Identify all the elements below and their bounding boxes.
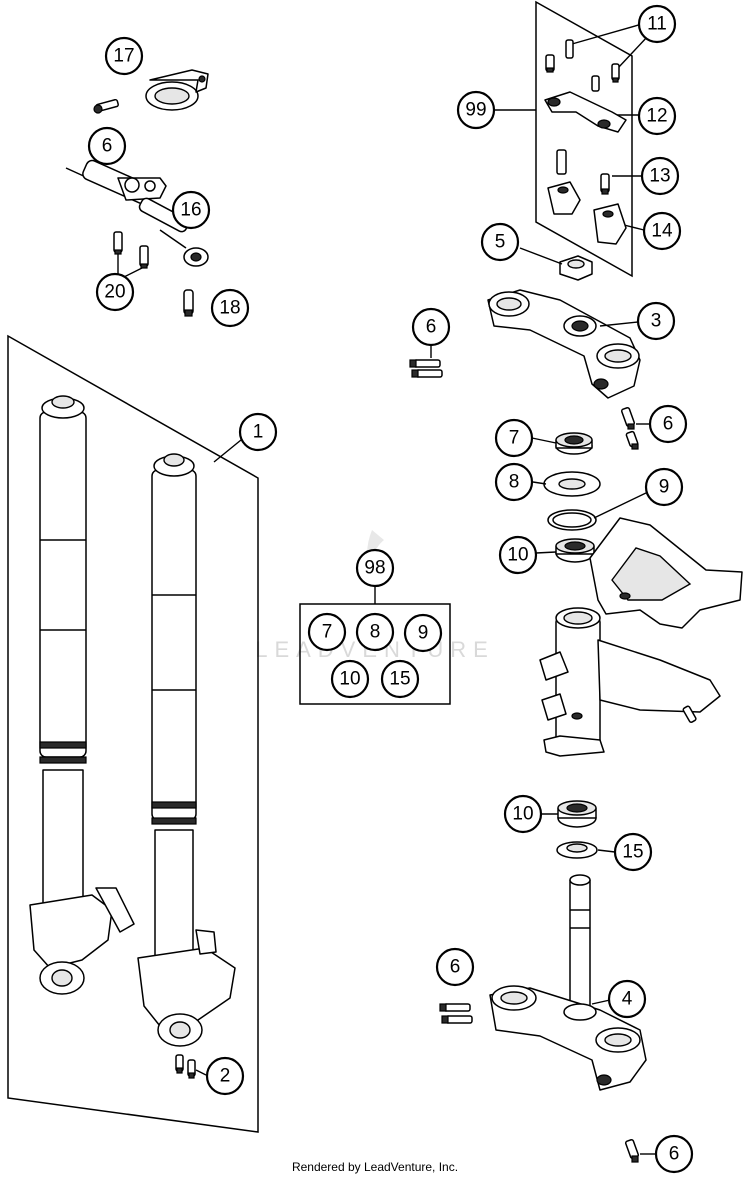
damper-screws	[113, 231, 149, 269]
upper-clamp-bolts-right	[620, 406, 639, 450]
damper-pin	[183, 289, 194, 317]
bearing-ring-lower	[557, 800, 597, 828]
callout-2: 2	[205, 1056, 245, 1096]
svg-text:8: 8	[370, 622, 381, 643]
callout-16: 16	[171, 190, 211, 230]
dust-seal-upper	[543, 471, 601, 497]
fork-bleed-screws	[175, 1054, 196, 1079]
svg-text:9: 9	[659, 477, 670, 498]
callout-99: 99	[456, 90, 496, 130]
callout-10-lower: 10	[503, 794, 543, 834]
lower-clamp-bolts-left	[439, 1003, 473, 1024]
svg-text:7: 7	[322, 622, 333, 643]
clamp-bolts-lower	[556, 149, 610, 195]
callout-5: 5	[480, 222, 520, 262]
upper-clamp-bolts-left	[409, 359, 443, 378]
svg-text:12: 12	[646, 106, 667, 127]
callout-6-lower-left: 6	[435, 947, 475, 987]
kit-item-9: 9	[403, 613, 443, 653]
callout-6-upper-right: 6	[648, 404, 688, 444]
svg-text:7: 7	[509, 428, 520, 449]
callout-7: 7	[494, 418, 534, 458]
handlebar-risers	[547, 181, 627, 245]
svg-text:8: 8	[509, 472, 520, 493]
callout-6-upper-left: 6	[411, 307, 451, 347]
svg-text:10: 10	[339, 669, 360, 690]
callout-6-bottom: 6	[654, 1134, 694, 1174]
callout-14: 14	[642, 211, 682, 251]
callout-9: 9	[644, 467, 684, 507]
svg-text:6: 6	[669, 1144, 680, 1165]
svg-text:5: 5	[495, 232, 506, 253]
svg-text:98: 98	[364, 558, 385, 579]
kit-item-8: 8	[355, 612, 395, 652]
svg-text:6: 6	[426, 317, 437, 338]
svg-text:15: 15	[389, 669, 410, 690]
callout-4: 4	[607, 979, 647, 1019]
callout-15: 15	[613, 832, 653, 872]
svg-text:6: 6	[450, 957, 461, 978]
callout-13: 13	[640, 156, 680, 196]
handlebar-upper-clamp	[544, 91, 627, 133]
svg-text:18: 18	[219, 298, 240, 319]
lower-dust-seal	[556, 841, 598, 859]
fork-leg-right	[137, 453, 236, 1047]
callout-8: 8	[494, 462, 534, 502]
svg-text:1: 1	[253, 422, 264, 443]
svg-text:9: 9	[418, 623, 429, 644]
kit-item-15: 15	[380, 659, 420, 699]
svg-text:16: 16	[180, 200, 201, 221]
callout-12: 12	[637, 96, 677, 136]
bearing-ring-upper	[555, 538, 595, 563]
seal-ring	[547, 509, 597, 531]
svg-text:13: 13	[649, 166, 670, 187]
svg-text:17: 17	[113, 46, 134, 67]
upper-triple-clamp	[487, 289, 641, 399]
svg-text:10: 10	[512, 804, 533, 825]
callout-17: 17	[104, 36, 144, 76]
lower-triple-clamp-stem	[489, 874, 647, 1091]
bolt-damper-clamp	[93, 98, 119, 114]
svg-text:15: 15	[622, 842, 643, 863]
svg-text:6: 6	[663, 414, 674, 435]
handlebar-clamp-kit-frame	[535, 0, 633, 278]
callout-98: 98	[355, 548, 395, 588]
lower-clamp-bolt-bottom	[624, 1138, 640, 1163]
frame-steering-head	[539, 517, 743, 757]
kit-item-7: 7	[307, 612, 347, 652]
svg-text:10: 10	[507, 545, 528, 566]
footer-credit: Rendered by LeadVenture, Inc.	[291, 1160, 459, 1174]
steering-stem-nut	[559, 255, 593, 281]
steering-damper-clamp	[145, 69, 209, 111]
kit-item-10: 10	[330, 659, 370, 699]
svg-text:14: 14	[651, 221, 673, 242]
callout-10-upper: 10	[498, 535, 538, 575]
callout-18: 18	[210, 288, 250, 328]
svg-text:4: 4	[622, 989, 633, 1010]
svg-text:20: 20	[104, 282, 125, 303]
svg-text:2: 2	[220, 1066, 231, 1087]
callout-3: 3	[636, 301, 676, 341]
svg-text:99: 99	[465, 100, 486, 121]
clamp-bolts-upper	[545, 39, 620, 92]
callout-6: 6	[87, 126, 127, 166]
svg-text:3: 3	[651, 311, 662, 332]
svg-text:11: 11	[647, 14, 667, 35]
fork-leg-left	[29, 395, 135, 995]
callout-20: 20	[95, 272, 135, 312]
callout-1: 1	[238, 412, 278, 452]
svg-text:6: 6	[102, 136, 113, 157]
callout-11: 11	[637, 4, 677, 44]
fork-assembly-frame	[7, 334, 259, 1133]
upper-bearing	[555, 432, 593, 455]
